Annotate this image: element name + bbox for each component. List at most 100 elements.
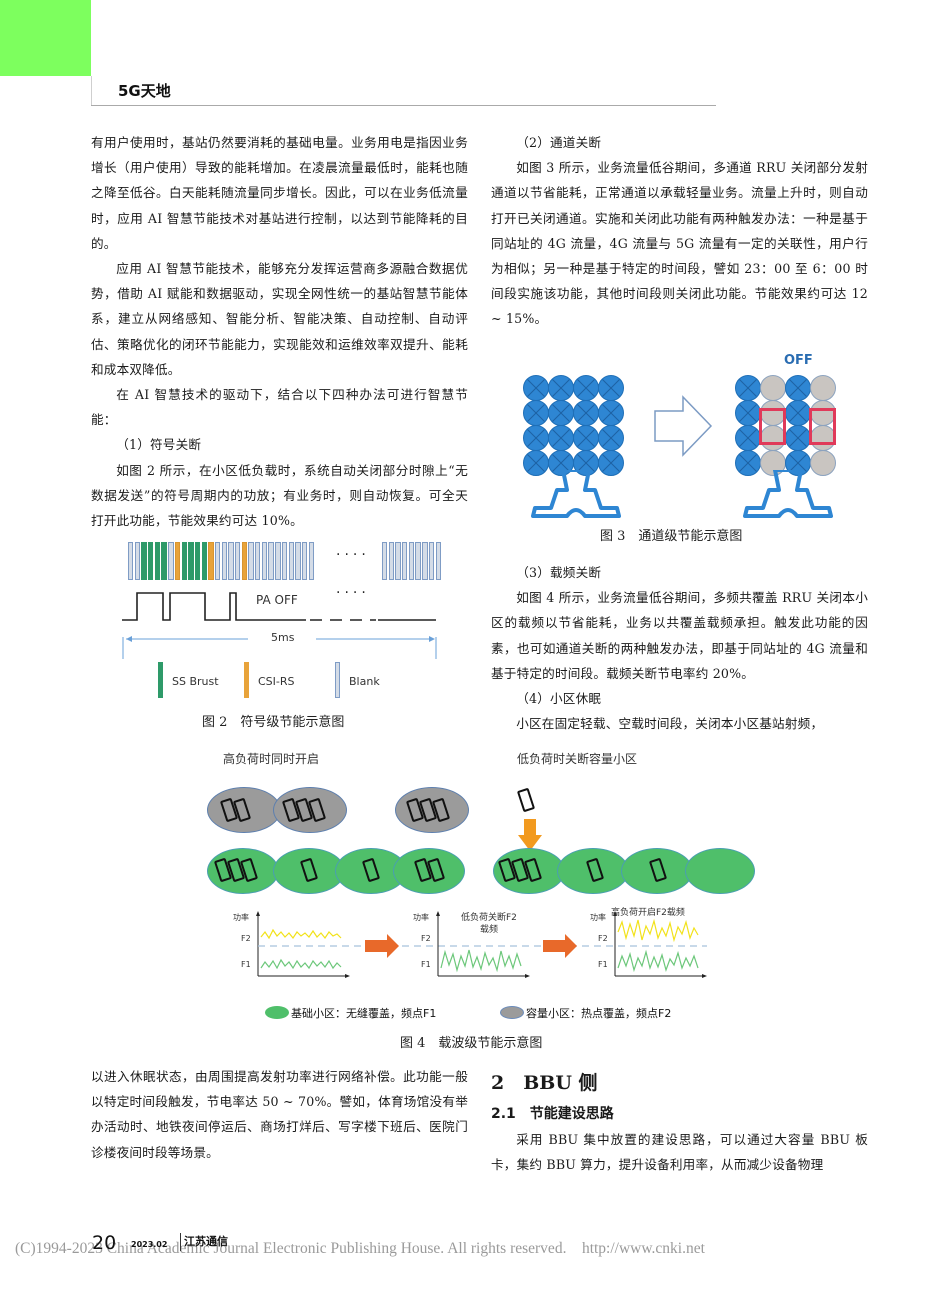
subheading-symbol-shutdown: （1）符号关断 xyxy=(116,437,202,453)
header-divider-vertical xyxy=(91,76,92,106)
figure-4-caption: 图 4 载波级节能示意图 xyxy=(400,1036,543,1051)
blank-symbol xyxy=(214,542,221,580)
f1-label: F1 xyxy=(598,960,608,969)
ss-burst-symbol xyxy=(188,542,194,580)
chart-3-title: 高负荷开启F2载频 xyxy=(611,908,685,918)
y-axis-label: 功率 xyxy=(413,913,429,922)
antenna-element-active xyxy=(785,425,811,451)
antenna-element-active xyxy=(735,400,761,426)
off-label: OFF xyxy=(784,353,813,368)
legend-base-cell-swatch xyxy=(265,1006,289,1019)
antenna-element-active xyxy=(735,450,761,476)
f2-label: F2 xyxy=(598,934,608,943)
blank-symbol xyxy=(308,542,314,580)
base-cell xyxy=(273,848,345,894)
pa-off-label: PA OFF xyxy=(256,593,298,607)
blank-symbol xyxy=(422,542,428,580)
legend-swatch-csi-rs xyxy=(244,662,249,698)
blank-symbol xyxy=(402,542,408,580)
capacity-cell xyxy=(273,787,347,833)
antenna-element-off xyxy=(760,400,786,426)
legend-label-ss-burst: SS Brust xyxy=(172,675,219,688)
antenna-array-before xyxy=(523,375,624,476)
tower-icon-after xyxy=(743,470,833,518)
journal-name: 江苏通信 xyxy=(184,1235,228,1248)
ss-burst-symbol xyxy=(201,542,207,580)
blank-symbol xyxy=(134,542,141,580)
antenna-element-active xyxy=(598,375,624,401)
phone-group xyxy=(219,797,252,823)
ss-burst-symbol xyxy=(154,542,161,580)
legend-label-blank: Blank xyxy=(349,675,380,688)
paragraph: 如图 4 所示，业务流量低谷期间，多频共覆盖 RRU 关闭本小区的载频以节省能耗… xyxy=(491,590,868,681)
blank-symbol xyxy=(435,542,441,580)
antenna-element-active xyxy=(523,400,549,426)
paragraph: 如图 3 所示，业务流量低谷期间，多通道 RRU 关闭部分发射通道以节省能耗，正… xyxy=(491,160,868,327)
blank-symbol xyxy=(281,542,288,580)
power-charts xyxy=(256,911,707,978)
antenna-element-active xyxy=(598,400,624,426)
tower-icon-before xyxy=(531,470,621,518)
antenna-element-active xyxy=(573,400,599,426)
antenna-element-active xyxy=(523,375,549,401)
f2-label: F2 xyxy=(421,934,431,943)
subheading-cell-sleep: （4）小区休眠 xyxy=(516,691,602,707)
base-cell xyxy=(557,848,629,894)
antenna-element-active xyxy=(598,425,624,451)
blank-symbol xyxy=(268,542,274,580)
blank-symbol xyxy=(395,542,401,580)
blank-symbol xyxy=(388,542,395,580)
right-scenario-title: 低负荷时关断容量小区 xyxy=(517,752,638,766)
copyright-watermark: (C)1994-2023 China Academic Journal Elec… xyxy=(15,1240,705,1257)
antenna-element-active xyxy=(785,400,811,426)
highlight-box-2 xyxy=(809,408,836,445)
antenna-element-active xyxy=(573,375,599,401)
blank-symbol xyxy=(168,542,174,580)
subsection-heading: 2.1 节能建设思路 xyxy=(491,1106,614,1122)
figure-3-caption: 图 3 通道级节能示意图 xyxy=(600,529,743,544)
right-column-continued: （3）载频关断 如图 4 所示，业务流量低谷期间，多频共覆盖 RRU 关闭本小区… xyxy=(491,560,868,736)
antenna-element-active xyxy=(523,425,549,451)
base-cell xyxy=(685,848,755,894)
right-column: （2）通道关断 如图 3 所示，业务流量低谷期间，多通道 RRU 关闭部分发射通… xyxy=(491,130,868,332)
legend-base-cell-label: 基础小区：无缝覆盖，频点F1 xyxy=(291,1007,437,1020)
footer-divider xyxy=(180,1233,181,1251)
phone-group xyxy=(516,787,536,813)
left-scenario-title: 高负荷时同时开启 xyxy=(223,752,320,766)
chart-1 xyxy=(256,911,707,978)
running-head: 5G天地 xyxy=(118,82,171,100)
ss-burst-symbol xyxy=(181,542,187,580)
paragraph: 应用 AI 智慧节能技术，能够充分发挥运营商多源融合数据优势，借助 AI 赋能和… xyxy=(91,261,468,377)
paragraph: 采用 BBU 集中放置的建设思路，可以通过大容量 BBU 板卡，集约 BBU 算… xyxy=(491,1132,868,1173)
ss-burst-symbol xyxy=(161,542,167,580)
legend-swatch-blank xyxy=(335,662,340,698)
capacity-cell xyxy=(395,787,469,833)
f1-label: F1 xyxy=(421,960,431,969)
antenna-element-active xyxy=(785,375,811,401)
phone-group xyxy=(413,857,446,883)
symbol-bars-right xyxy=(382,542,441,580)
phone-group xyxy=(213,857,259,883)
blank-symbol xyxy=(295,542,301,580)
blank-symbol xyxy=(128,542,134,580)
legend-swatch-ss-burst xyxy=(158,662,163,698)
antenna-element-active xyxy=(573,425,599,451)
right-arrow-icon xyxy=(365,934,399,958)
corner-color-block xyxy=(0,0,91,76)
antenna-element-active xyxy=(548,375,574,401)
paragraph: 有用户使用时，基站仍然要消耗的基础电量。业务用电是指因业务增长（用户使用）导致的… xyxy=(91,135,468,251)
down-arrow-icon xyxy=(518,819,542,851)
phone-icon xyxy=(516,787,536,813)
antenna-element-active xyxy=(548,400,574,426)
blank-symbol xyxy=(228,542,234,580)
blank-symbol xyxy=(301,542,308,580)
symbol-bars-left xyxy=(128,542,314,580)
page-number: 20 xyxy=(92,1232,117,1254)
left-column: 有用户使用时，基站仍然要消耗的基础电量。业务用电是指因业务增长（用户使用）导致的… xyxy=(91,130,468,533)
y-axis-label: 功率 xyxy=(233,913,249,922)
ellipsis-top: ···· xyxy=(336,547,370,563)
base-cell xyxy=(207,848,279,894)
left-column-bottom: 以进入休眠状态，由周围提高发射功率进行网络补偿。此功能一般以特定时间段触发，节电… xyxy=(91,1064,468,1165)
blank-symbol xyxy=(415,542,421,580)
base-cell xyxy=(621,848,693,894)
